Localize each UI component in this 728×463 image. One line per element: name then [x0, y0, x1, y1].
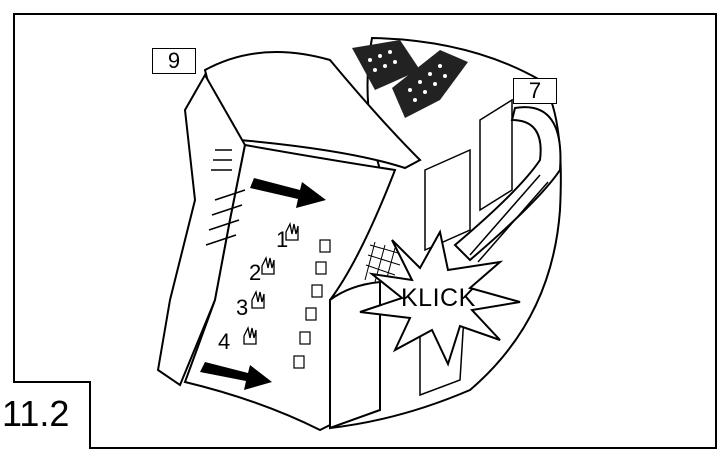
figure-number: 11.2: [2, 393, 70, 434]
step-number: 1: [276, 227, 289, 252]
handle-bar: [453, 106, 562, 262]
body-panel: [479, 98, 513, 212]
push-arrow-icon: [200, 178, 326, 390]
step-number: 4: [218, 329, 231, 354]
catcher-floor: [183, 143, 397, 432]
hand-icon: [243, 222, 299, 345]
vent-grille-dots: [368, 50, 447, 102]
klick-callout: KLICK: [401, 284, 476, 312]
catcher-slots: [293, 239, 331, 369]
catcher-top: [203, 51, 422, 170]
catcher-lip: [329, 280, 381, 430]
step-number: 3: [236, 295, 249, 320]
part-label-9: 9: [152, 48, 196, 74]
body-panel: [424, 148, 471, 252]
part-label-7: 7: [513, 78, 557, 104]
catcher-ribs: [205, 149, 246, 246]
step-number: 2: [249, 260, 262, 285]
figure-frame: [13, 13, 717, 449]
klick-starburst: [359, 229, 521, 367]
handle-grip: [469, 174, 549, 263]
